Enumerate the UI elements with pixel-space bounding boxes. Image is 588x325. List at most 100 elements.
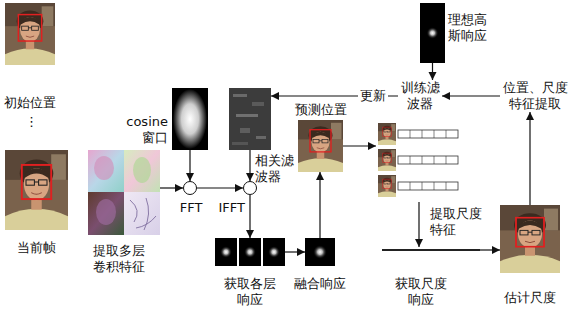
layer-responses-part <box>220 246 232 258</box>
feature-maps-part <box>96 199 116 225</box>
feature-map-node: 提取多层卷积特征 <box>88 150 160 235</box>
node-text: cosine 窗口 <box>112 114 168 146</box>
node-text: 预测位置 <box>292 102 349 118</box>
predicted-photo-part <box>298 120 343 172</box>
feature-maps-part <box>88 150 124 192</box>
process-text: 训练滤波器 <box>398 80 442 112</box>
caption-block: 提取尺度特征 <box>430 206 486 238</box>
caption-block: 估计尺度 <box>498 290 562 306</box>
fused-response-part <box>313 245 327 259</box>
layer-responses-part <box>215 238 237 266</box>
node-text: 当前帧 <box>2 240 71 256</box>
flow-arrow <box>189 150 190 181</box>
layer-responses <box>215 238 285 266</box>
feature-maps-part <box>124 192 160 235</box>
correlation-filter-part <box>229 88 271 150</box>
cosine-window-part <box>173 89 207 149</box>
correlation-filter-part <box>256 136 266 139</box>
flow-arrow <box>197 187 243 188</box>
node-text: 估计尺度 <box>498 290 562 306</box>
cosine-window <box>172 88 208 150</box>
layer-responses-part <box>268 246 280 258</box>
fused-response <box>305 238 335 266</box>
layer-responses-part <box>239 238 261 266</box>
process-text: 位置、尺度特征提取 <box>500 80 570 112</box>
node-text: 提取尺度特征 <box>430 206 486 238</box>
feature-maps <box>88 150 160 235</box>
ellipsis-mark: ⋮ <box>25 114 38 130</box>
node-text: FFT <box>171 200 211 216</box>
feature-maps-part <box>88 192 124 235</box>
initial-photo <box>5 3 55 65</box>
caption-block: 融合响应 <box>290 276 350 292</box>
scale-response-line-part <box>382 249 480 251</box>
flow-arrow <box>480 249 500 250</box>
flow-arrow <box>529 112 530 205</box>
node-text: IFFT <box>207 200 245 216</box>
node-text: 融合响应 <box>290 276 350 292</box>
filter-node: 相关滤波器 <box>229 88 271 150</box>
caption-block: 理想高斯响应 <box>448 12 494 44</box>
caption-block: IFFT <box>207 200 245 216</box>
scale-patches-part <box>398 156 458 164</box>
node-text: 训练滤波器 <box>398 80 442 112</box>
scale-patches-part <box>398 182 458 190</box>
ideal-gaussian-part <box>420 3 445 63</box>
flow-arrow <box>343 145 376 146</box>
scale-response-node: 获取尺度响应 <box>382 247 480 253</box>
multiply-circle: FFT <box>183 181 197 195</box>
node-text: 相关滤波器 <box>255 153 297 185</box>
caption-block: 预测位置 <box>292 102 349 118</box>
scale-response-line <box>382 250 480 251</box>
caption-block: cosine 窗口 <box>112 114 168 146</box>
node-text: 位置、尺度特征提取 <box>500 80 570 112</box>
caption-block: 提取多层卷积特征 <box>90 243 148 275</box>
scale-patches-part <box>378 123 396 145</box>
node-text: 提取多层卷积特征 <box>90 243 148 275</box>
fused-response-part <box>305 238 335 266</box>
flow-arrow <box>249 195 250 238</box>
scale-patches-part <box>398 130 458 138</box>
correlation-filter-part <box>240 128 250 133</box>
scale-patches-part <box>378 175 396 197</box>
initial-photo-part <box>5 3 55 65</box>
ideal-gaussian-part <box>427 27 439 39</box>
scale-patches-part <box>378 149 396 171</box>
response-node: 融合响应 <box>305 238 335 266</box>
node-text: 初始位置 <box>2 95 58 111</box>
current-frame-photo-part <box>5 150 68 230</box>
multiply-circle: IFFT <box>243 181 257 195</box>
caption-block: 获取尺度响应 <box>392 276 450 308</box>
current-frame-photo <box>5 150 68 230</box>
flow-arrow <box>418 202 419 247</box>
flow-arrow <box>249 150 250 181</box>
photo-node: 估计尺度 <box>500 205 560 273</box>
cosine-window-part <box>172 88 208 150</box>
flow-arrow <box>432 63 433 80</box>
caption-block: FFT <box>171 200 211 216</box>
node-text: 获取各层响应 <box>222 276 278 308</box>
correlation-filter-part <box>252 102 264 106</box>
response-node: 获取各层响应 <box>215 238 285 266</box>
gaussian-node: 理想高斯响应 <box>420 3 445 63</box>
feature-maps-part <box>133 157 151 183</box>
caption-block: 当前帧 <box>2 240 71 256</box>
photo-node: 当前帧 <box>5 150 68 230</box>
caption-block: 初始位置 <box>2 95 58 111</box>
photo-node: 初始位置 <box>5 3 55 65</box>
feature-maps-part <box>130 198 156 230</box>
flow-arrow <box>160 187 183 188</box>
node-text: 理想高斯响应 <box>448 12 494 44</box>
scale-patches-part <box>410 130 446 190</box>
correlation-filter <box>229 88 271 150</box>
layer-responses-part <box>244 246 256 258</box>
edge-label: 更新 <box>358 88 388 104</box>
feature-maps-part <box>124 150 160 192</box>
node-text: 获取尺度响应 <box>392 276 450 308</box>
correlation-filter-part <box>233 94 247 97</box>
window-node: cosine 窗口 <box>172 88 208 150</box>
predicted-photo <box>298 120 343 172</box>
caption-block: 获取各层响应 <box>222 276 278 308</box>
